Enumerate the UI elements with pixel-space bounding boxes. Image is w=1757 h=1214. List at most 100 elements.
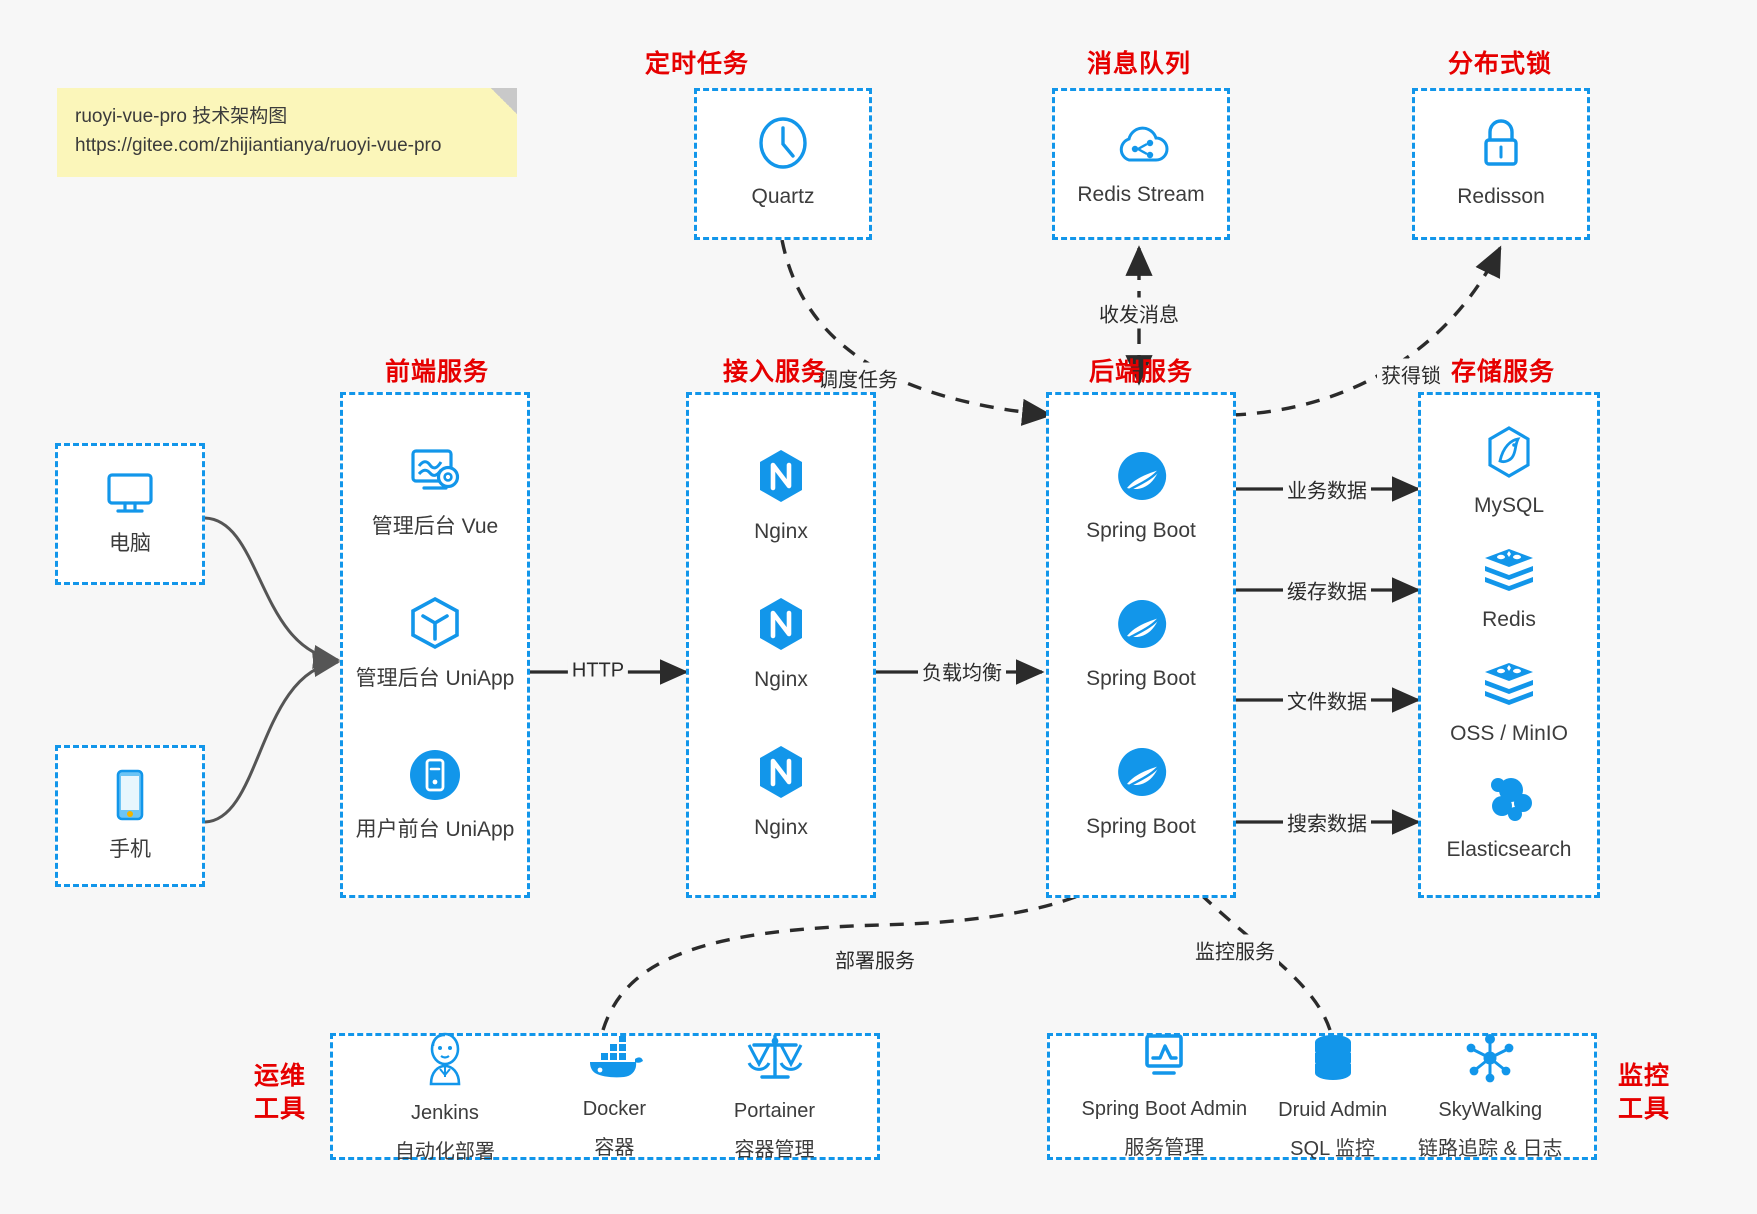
node-sublabel: 自动化部署 (394, 1141, 495, 1163)
clock-icon (756, 116, 810, 175)
node-label: Nginx (754, 520, 808, 544)
node-spring-boot-2[interactable]: Spring Boot (1086, 596, 1196, 693)
edge-pc-to-frontend (204, 516, 341, 669)
node-label: 管理后台 UniApp (355, 667, 515, 691)
node-spring-boot-1[interactable]: Spring Boot (1086, 448, 1196, 545)
node-docker[interactable]: Docker 容器 (583, 1033, 646, 1160)
smartphone-icon (111, 767, 149, 828)
group-title-devops-line1: 运维 (253, 1062, 306, 1090)
edge-label-deploy-service: 部署服务 (831, 943, 919, 975)
group-box-gateway: Nginx Nginx Nginx (686, 392, 876, 898)
node-redis[interactable]: Redis (1481, 545, 1537, 634)
group-title-monitoring: 监控 工具 (1612, 1060, 1676, 1125)
group-box-client-mobile: 手机 (55, 745, 205, 887)
group-box-monitoring: Spring Boot Admin 服务管理 Druid Admin SQL 监… (1047, 1033, 1597, 1160)
group-title-scheduled-task: 定时任务 (644, 50, 749, 78)
node-label: Druid Admin (1278, 1099, 1388, 1121)
node-mobile[interactable]: 手机 (109, 767, 151, 864)
edge-label-schedule-task: 调度任务 (814, 362, 902, 394)
group-title-backend: 后端服务 (1088, 358, 1193, 386)
group-box-devops: Jenkins 自动化部署 (330, 1031, 880, 1163)
group-box-client-pc: 电脑 (55, 443, 205, 585)
spring-boot-icon (1113, 448, 1169, 509)
node-label: Spring Boot (1086, 815, 1196, 839)
group-box-message-queue: Redis Stream (1052, 88, 1230, 240)
node-spring-boot-3[interactable]: Spring Boot (1086, 744, 1196, 841)
node-user-uniapp[interactable]: 用户前台 UniApp (356, 747, 514, 844)
node-label: Redis Stream (1077, 183, 1205, 207)
node-label: Quartz (751, 185, 815, 209)
lock-icon (1477, 116, 1525, 175)
edge-label-send-receive-message: 收发消息 (1095, 297, 1183, 329)
node-label: Docker (582, 1098, 647, 1120)
docker-icon (584, 1033, 644, 1088)
node-quartz[interactable]: Quartz (751, 116, 815, 211)
node-redis-stream[interactable]: Redis Stream (1077, 118, 1205, 209)
node-label: Spring Boot Admin (1081, 1098, 1248, 1120)
nginx-icon (754, 743, 808, 806)
node-druid-admin[interactable]: Druid Admin SQL 监控 (1278, 1032, 1387, 1161)
node-redisson[interactable]: Redisson (1457, 116, 1545, 211)
node-mysql[interactable]: MySQL (1474, 425, 1544, 520)
node-label: Nginx (754, 668, 808, 692)
node-pc[interactable]: 电脑 (102, 469, 158, 558)
node-sublabel: 容器管理 (734, 1139, 815, 1161)
redis-stack-icon (1481, 545, 1537, 598)
node-spring-boot-admin[interactable]: Spring Boot Admin 服务管理 (1081, 1033, 1247, 1160)
edge-label-load-balance: 负载均衡 (918, 655, 1006, 687)
node-label: Redis (1482, 608, 1536, 632)
node-oss-minio[interactable]: OSS / MinIO (1450, 659, 1568, 748)
desktop-icon (102, 469, 158, 522)
note-fold-corner (491, 88, 517, 114)
group-box-frontend: 管理后台 Vue 管理后台 UniApp 用户前台 UniApp (340, 392, 530, 898)
edge-label-search-data: 搜索数据 (1283, 806, 1371, 838)
node-label: 管理后台 Vue (371, 514, 499, 538)
cloud-stream-icon (1113, 118, 1169, 173)
scales-icon (746, 1031, 804, 1090)
node-label: 手机 (109, 838, 151, 862)
nginx-icon (754, 595, 808, 658)
group-title-devops-line2: 工具 (253, 1094, 306, 1123)
node-nginx-1[interactable]: Nginx (754, 447, 808, 546)
diagram-note: ruoyi-vue-pro 技术架构图 https://gitee.com/zh… (57, 88, 517, 177)
node-label: Spring Boot (1086, 519, 1196, 543)
group-title-storage: 存储服务 (1450, 358, 1555, 386)
dashboard-settings-icon (406, 446, 464, 505)
note-title: ruoyi-vue-pro 技术架构图 (75, 106, 288, 127)
mobile-app-icon (407, 747, 463, 808)
node-label: Nginx (754, 816, 808, 840)
edge-mobile-to-frontend (204, 653, 341, 824)
mysql-icon (1483, 425, 1535, 484)
elasticsearch-icon (1482, 773, 1536, 828)
jenkins-icon (418, 1029, 472, 1092)
edge-label-monitor-service: 监控服务 (1191, 934, 1279, 966)
node-label: MySQL (1473, 494, 1544, 518)
node-label: Elasticsearch (1446, 838, 1572, 862)
note-url: https://gitee.com/zhijiantianya/ruoyi-vu… (75, 135, 442, 157)
spring-boot-icon (1113, 744, 1169, 805)
group-title-monitoring-line2: 工具 (1617, 1094, 1670, 1123)
group-box-storage: MySQL Redis (1418, 392, 1600, 898)
group-title-message-queue: 消息队列 (1086, 50, 1191, 78)
cube-icon (407, 594, 463, 657)
edge-acquire-lock (1231, 245, 1502, 417)
node-nginx-3[interactable]: Nginx (754, 743, 808, 842)
group-title-monitoring-line1: 监控 (1617, 1062, 1670, 1090)
node-skywalking[interactable]: SkyWalking 链路追踪 & 日志 (1418, 1032, 1563, 1161)
node-elasticsearch[interactable]: Elasticsearch (1446, 773, 1572, 864)
node-sublabel: 容器 (594, 1137, 635, 1159)
node-portainer[interactable]: Portainer 容器管理 (734, 1031, 815, 1162)
node-label: Spring Boot (1086, 667, 1196, 691)
group-box-backend: Spring Boot Spring Boot Spring Boot (1046, 392, 1236, 898)
nginx-icon (754, 447, 808, 510)
edge-label-acquire-lock: 获得锁 (1377, 358, 1445, 390)
node-jenkins[interactable]: Jenkins 自动化部署 (395, 1029, 495, 1164)
node-label: Portainer (733, 1100, 816, 1122)
edge-label-business-data: 业务数据 (1283, 473, 1371, 505)
node-label: OSS / MinIO (1450, 722, 1568, 746)
group-box-distributed-lock: Redisson (1412, 88, 1590, 240)
node-admin-vue[interactable]: 管理后台 Vue (372, 446, 498, 541)
node-admin-uniapp[interactable]: 管理后台 UniApp (355, 594, 515, 693)
edge-label-cache-data: 缓存数据 (1283, 574, 1371, 606)
node-nginx-2[interactable]: Nginx (754, 595, 808, 694)
